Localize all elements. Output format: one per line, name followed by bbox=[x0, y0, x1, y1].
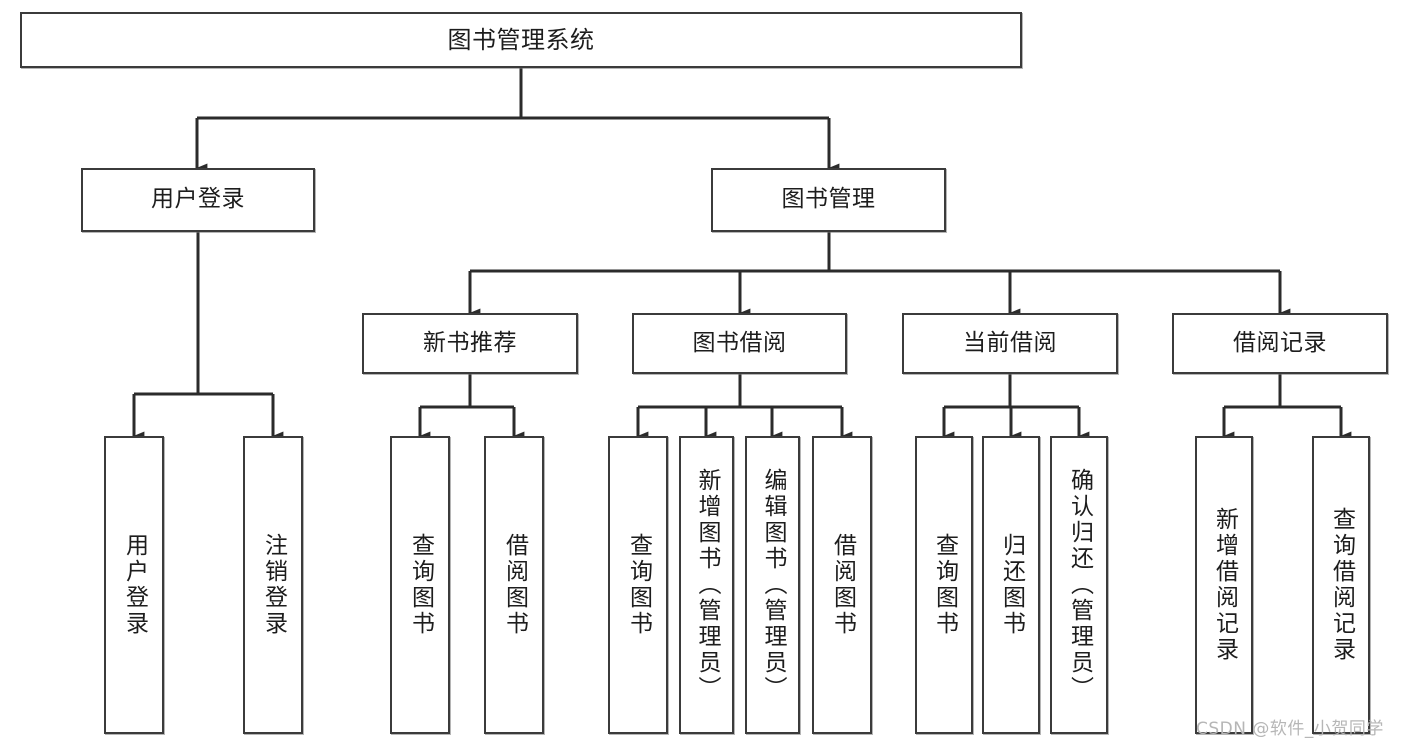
node-l11[interactable]: 确认归还（管理员） bbox=[1050, 436, 1108, 734]
node-bookmgmt[interactable]: 图书管理 bbox=[711, 168, 946, 232]
node-label-l2: 注销登录 bbox=[260, 533, 287, 637]
node-l13[interactable]: 查询借阅记录 bbox=[1312, 436, 1370, 734]
node-label-l1: 用户登录 bbox=[121, 533, 148, 637]
node-label-l11: 确认归还（管理员） bbox=[1066, 468, 1093, 702]
node-l6[interactable]: 新增图书（管理员） bbox=[679, 436, 734, 734]
node-label-login: 用户登录 bbox=[151, 186, 245, 213]
node-l4[interactable]: 借阅图书 bbox=[484, 436, 544, 734]
node-login[interactable]: 用户登录 bbox=[81, 168, 315, 232]
node-label-current: 当前借阅 bbox=[963, 329, 1057, 356]
node-l9[interactable]: 查询图书 bbox=[915, 436, 973, 734]
node-l5[interactable]: 查询图书 bbox=[608, 436, 668, 734]
node-l1[interactable]: 用户登录 bbox=[104, 436, 164, 734]
node-label-l8: 借阅图书 bbox=[829, 533, 856, 637]
node-l2[interactable]: 注销登录 bbox=[243, 436, 303, 734]
node-l8[interactable]: 借阅图书 bbox=[812, 436, 872, 734]
node-label-l6: 新增图书（管理员） bbox=[694, 468, 720, 702]
node-label-l12: 新增借阅记录 bbox=[1211, 507, 1238, 663]
node-label-l7: 编辑图书（管理员） bbox=[760, 468, 786, 702]
node-label-root: 图书管理系统 bbox=[447, 25, 595, 54]
node-label-bookmgmt: 图书管理 bbox=[781, 186, 876, 213]
node-label-l3: 查询图书 bbox=[407, 533, 434, 637]
node-label-borrow: 图书借阅 bbox=[692, 329, 787, 356]
node-label-l10: 归还图书 bbox=[998, 533, 1025, 637]
node-label-l4: 借阅图书 bbox=[501, 533, 528, 637]
node-l10[interactable]: 归还图书 bbox=[982, 436, 1040, 734]
node-label-l13: 查询借阅记录 bbox=[1328, 507, 1355, 663]
node-root[interactable]: 图书管理系统 bbox=[20, 12, 1022, 68]
connector-lines bbox=[132, 68, 1352, 441]
node-l3[interactable]: 查询图书 bbox=[390, 436, 450, 734]
node-label-l5: 查询图书 bbox=[625, 533, 652, 637]
node-label-records: 借阅记录 bbox=[1233, 329, 1327, 356]
node-label-newbook: 新书推荐 bbox=[423, 329, 517, 356]
node-label-l9: 查询图书 bbox=[931, 533, 958, 637]
node-borrow[interactable]: 图书借阅 bbox=[632, 313, 847, 374]
node-newbook[interactable]: 新书推荐 bbox=[362, 313, 578, 374]
node-l7[interactable]: 编辑图书（管理员） bbox=[745, 436, 800, 734]
node-l12[interactable]: 新增借阅记录 bbox=[1195, 436, 1253, 734]
csdn-watermark: CSDN @软件_小贺同学 bbox=[1196, 719, 1384, 739]
node-records[interactable]: 借阅记录 bbox=[1172, 313, 1388, 374]
node-current[interactable]: 当前借阅 bbox=[902, 313, 1118, 374]
